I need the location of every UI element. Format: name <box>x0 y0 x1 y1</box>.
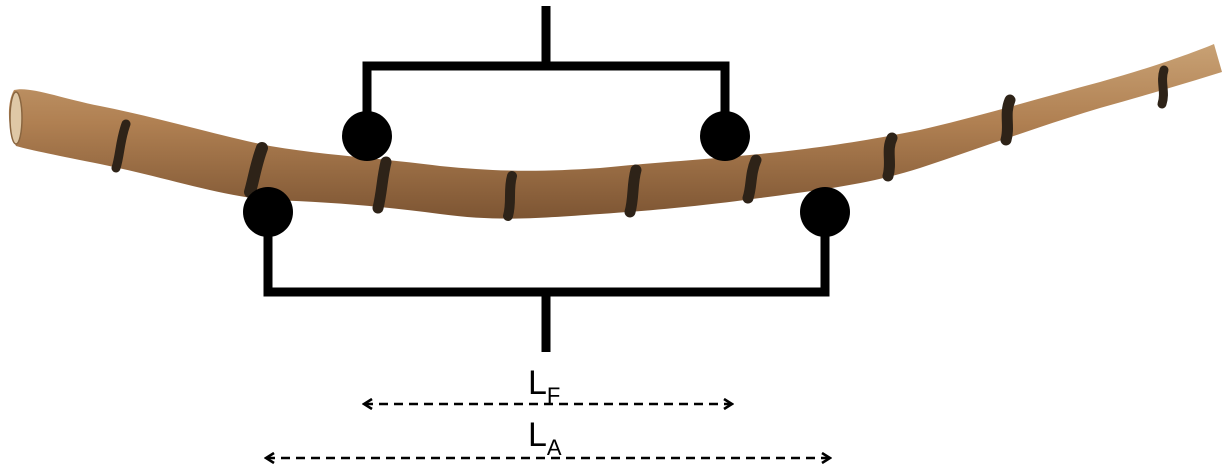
lower-support-fixture <box>263 212 830 352</box>
support-span-label: LA <box>528 416 562 460</box>
lower-left-support-roller <box>243 187 293 237</box>
node-band <box>1157 65 1169 109</box>
node-band <box>1000 94 1016 146</box>
node-band <box>372 156 392 214</box>
node-band <box>244 142 268 198</box>
loading-span-dimension: LF <box>364 364 732 408</box>
lower-right-support-roller <box>800 187 850 237</box>
stick-body <box>8 44 1222 219</box>
lower-crossbar <box>263 212 830 297</box>
upper-loading-fixture <box>362 6 730 140</box>
stick-cut-end <box>9 91 23 145</box>
node-band <box>503 171 517 221</box>
loading-span-label: LF <box>528 364 560 408</box>
support-span-dimension: LA <box>266 416 830 460</box>
node-band <box>624 164 642 218</box>
upper-crossbar <box>362 61 730 140</box>
upper-left-loading-roller <box>342 111 392 161</box>
node-band <box>111 119 131 173</box>
stick-node-bands <box>111 65 1169 221</box>
node-band <box>742 154 762 204</box>
node-band <box>882 132 898 182</box>
upper-right-loading-roller <box>700 111 750 161</box>
stick <box>8 44 1222 221</box>
